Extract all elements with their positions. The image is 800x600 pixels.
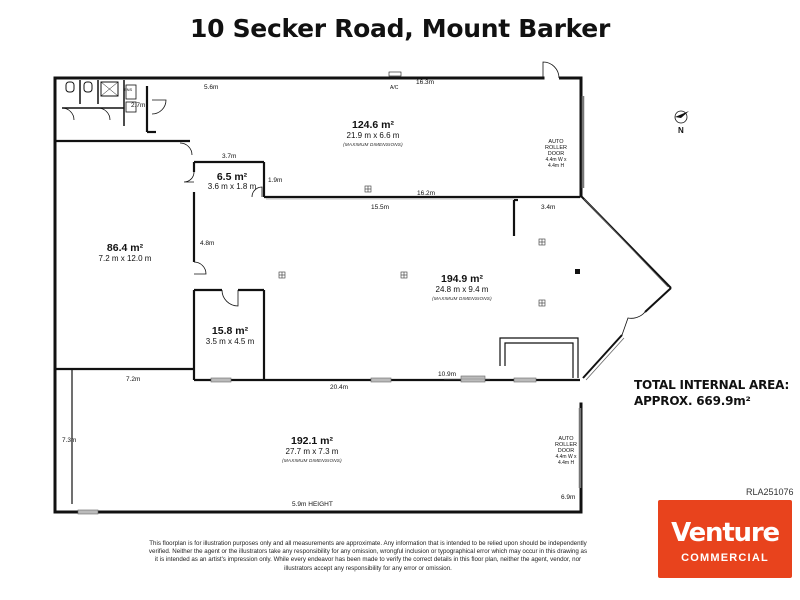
measure-3-7: 3.7m (222, 153, 236, 160)
room-dims: 3.5 m x 4.5 m (206, 337, 255, 346)
door-label-line: 4.4m W x (545, 157, 567, 163)
room-top-office: 124.6 m² 21.9 m x 6.6 m (MAXIMUM DIMENSI… (343, 119, 403, 147)
room-dims: 27.7 m x 7.3 m (286, 447, 339, 456)
door-label-line: 4.4m H (558, 460, 575, 466)
measure-16-3: 16.3m (416, 79, 434, 86)
measure-7-3: 7.3m (62, 437, 76, 444)
ac-label: A/C (390, 85, 399, 91)
door-label-line: 4.4m W x (555, 454, 577, 460)
roller-door-lines (578, 96, 585, 488)
measure-16-2: 16.2m (417, 190, 435, 197)
measure-15-5: 15.5m (371, 204, 389, 211)
door-label-line: AUTO (558, 436, 574, 442)
roller-door-label-1: AUTO ROLLER DOOR 4.4m W x 4.4m H (545, 139, 567, 169)
door-label-line: DOOR (548, 151, 565, 157)
room-area: 194.9 m² (441, 273, 484, 285)
ceiling-markers (278, 185, 546, 307)
column-marker (575, 269, 580, 274)
room-dims: 3.6 m x 1.8 m (208, 182, 257, 191)
kitchen-counter (499, 337, 579, 378)
total-area-label: TOTAL INTERNAL AREA: (634, 378, 790, 392)
room-left: 86.4 m² 7.2 m x 12.0 m (99, 242, 152, 263)
measure-2-7: 2.7m (131, 102, 145, 109)
measure-3-4: 3.4m (541, 204, 555, 211)
measure-7-2: 7.2m (126, 376, 140, 383)
measure-height: 5.9m HEIGHT (292, 501, 333, 508)
north-label: N (678, 126, 684, 135)
bathrooms (61, 80, 137, 126)
measure-5-6: 5.6m (204, 84, 218, 91)
room-note: (MAXIMUM DIMENSIONS) (343, 142, 403, 147)
venture-logo: Venture COMMERCIAL (658, 500, 792, 578)
room-small: 6.5 m² 3.6 m x 1.8 m (208, 171, 257, 191)
room-dims: 21.9 m x 6.6 m (347, 131, 400, 140)
measure-6-9: 6.9m (561, 494, 575, 501)
page-title: 10 Secker Road, Mount Barker (189, 14, 610, 43)
ac-unit (388, 71, 402, 77)
room-note: (MAXIMUM DIMENSIONS) (282, 458, 342, 463)
total-internal-area: TOTAL INTERNAL AREA: APPROX. 669.9m² (634, 377, 789, 409)
door-label-line: AUTO (548, 139, 564, 145)
north-arrow-icon: N (674, 110, 689, 135)
room-area: 192.1 m² (291, 435, 334, 447)
diagonal-walls (580, 195, 672, 379)
room-area: 15.8 m² (212, 325, 249, 337)
logo-subtitle: COMMERCIAL (681, 552, 769, 564)
measure-4-8: 4.8m (200, 240, 214, 247)
door-label-line: ROLLER (555, 442, 577, 448)
measurements: 5.6m 16.3m A/C ENS 2.7m 3.7m 1.9m 16.2m … (62, 79, 575, 508)
outer-walls (53, 76, 583, 514)
measure-20-4: 20.4m (330, 384, 348, 391)
roller-door-label-2: AUTO ROLLER DOOR 4.4m W x 4.4m H (555, 436, 577, 466)
room-warehouse: 192.1 m² 27.7 m x 7.3 m (MAXIMUM DIMENSI… (282, 435, 342, 463)
dimension-line (266, 198, 514, 380)
room-office: 15.8 m² 3.5 m x 4.5 m (206, 325, 255, 346)
room-dims: 24.8 m x 9.4 m (436, 285, 489, 294)
room-note: (MAXIMUM DIMENSIONS) (432, 296, 492, 301)
logo-brand: Venture (671, 518, 780, 548)
measure-10-9: 10.9m (438, 371, 456, 378)
door-swings (151, 61, 646, 336)
room-dims: 7.2 m x 12.0 m (99, 254, 152, 263)
room-area: 86.4 m² (107, 242, 144, 254)
ens-label: ENS (124, 87, 133, 92)
room-main: 194.9 m² 24.8 m x 9.4 m (MAXIMUM DIMENSI… (432, 273, 492, 301)
disclaimer-text: This floorplan is for illustration purpo… (148, 540, 588, 572)
door-label-line: 4.4m H (548, 163, 565, 169)
reference-code: RLA251076 (746, 487, 794, 497)
total-area-value: APPROX. 669.9m² (634, 394, 751, 408)
door-label-line: ROLLER (545, 145, 567, 151)
room-area: 6.5 m² (217, 171, 248, 183)
room-area: 124.6 m² (352, 119, 395, 131)
measure-1-9: 1.9m (268, 177, 282, 184)
door-label-line: DOOR (558, 448, 575, 454)
